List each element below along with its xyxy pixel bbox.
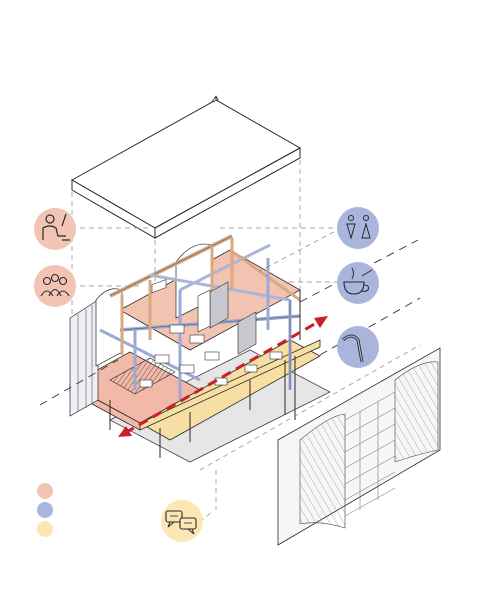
toilet-man-woman-icon [337, 207, 379, 249]
legend-dot-yellow [37, 521, 53, 537]
cafe-cup-bowl-icon [337, 262, 379, 304]
roof-slab [70, 95, 302, 239]
legend-dot-pink [37, 483, 53, 499]
water-pipe-icon [337, 326, 379, 368]
columns-lower [109, 356, 296, 458]
study-person-icon [34, 208, 76, 250]
group-people-icon [34, 265, 76, 307]
circulation-path [118, 316, 328, 437]
chat-bubbles-icon [161, 500, 203, 542]
section-guides [39, 217, 421, 471]
facade-panel [277, 347, 441, 546]
legend-dot-blue [37, 502, 53, 518]
legend [37, 483, 53, 537]
furniture [139, 279, 283, 388]
structure-frame [69, 234, 301, 417]
